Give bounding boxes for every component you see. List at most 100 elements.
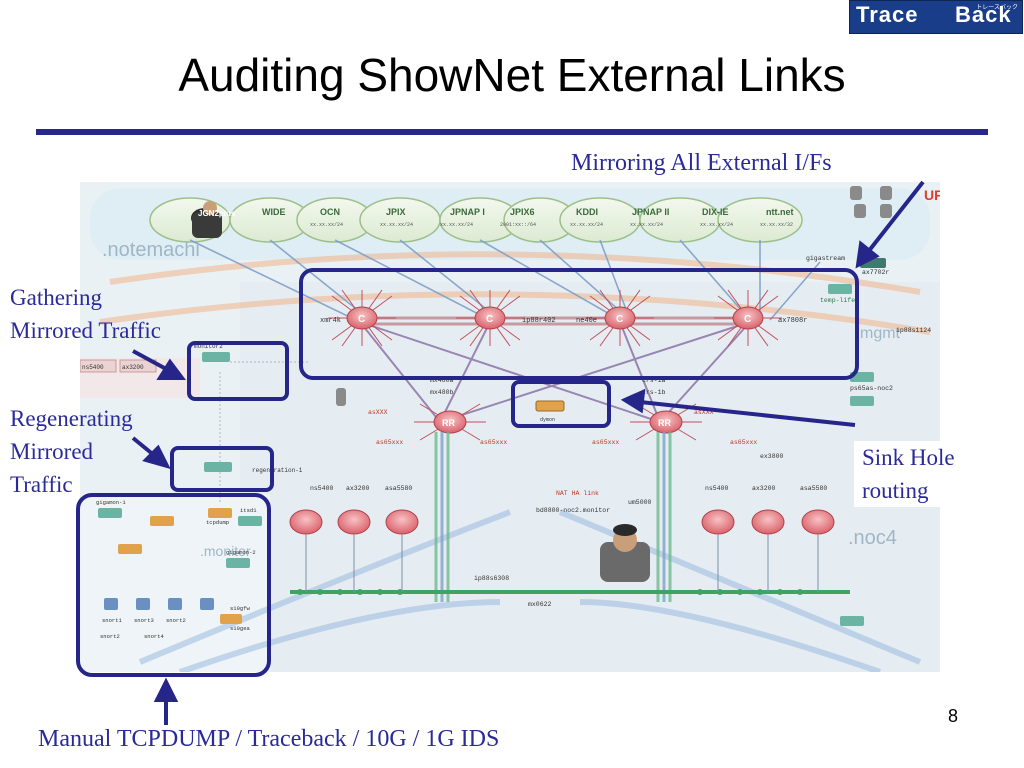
svg-text:regeneration-1: regeneration-1 (252, 467, 303, 474)
sinkhole-label-line2: routing (862, 478, 929, 503)
svg-text:s10gfw: s10gfw (230, 605, 251, 612)
regenerating-label-line1: Regenerating (10, 406, 133, 431)
core-mirror-box (299, 268, 859, 380)
svg-text:asXXX: asXXX (694, 409, 714, 416)
svg-text:ax3200: ax3200 (122, 364, 144, 371)
logo-word-back: Back (955, 2, 1012, 27)
svg-text:ps65as-noc2: ps65as-noc2 (850, 385, 893, 392)
svg-text:asa5580: asa5580 (385, 485, 412, 492)
svg-text:as65xxx: as65xxx (480, 439, 507, 446)
svg-text:snort3: snort3 (134, 617, 154, 624)
notemachi-region-label: .notemachi (102, 239, 200, 261)
svg-text:as65xxx: as65xxx (592, 439, 619, 446)
svg-text:RR: RR (658, 418, 671, 428)
svg-text:xx.xx.xx/24: xx.xx.xx/24 (380, 222, 413, 228)
svg-text:ne40e: ne40e (576, 317, 597, 325)
svg-text:ip88s6308: ip88s6308 (474, 575, 509, 582)
svg-text:as65xxx: as65xxx (376, 439, 403, 446)
svg-text:C: C (744, 314, 751, 325)
logo-kana: トレースバック (976, 5, 1018, 11)
logo-word-trace: Trace (856, 2, 919, 27)
monitor-box (76, 493, 271, 677)
svg-text:ax3200: ax3200 (752, 485, 776, 492)
svg-text:xx.xx.xx/24: xx.xx.xx/24 (310, 222, 343, 228)
svg-text:xx.xx.xx/24: xx.xx.xx/24 (700, 222, 733, 228)
svg-text:snort2: snort2 (100, 633, 120, 640)
svg-text:ax7702r: ax7702r (862, 269, 889, 276)
svg-text:tcpdump: tcpdump (206, 519, 229, 526)
svg-text:crs-1b: crs-1b (642, 389, 666, 396)
svg-text:ns5400: ns5400 (310, 485, 334, 492)
svg-text:ns5400: ns5400 (82, 364, 104, 371)
network-diagram: WIDE OCN JPIX JPNAP I JPIX6 KDDI JPNAP I… (80, 182, 940, 672)
svg-text:asa5580: asa5580 (800, 485, 827, 492)
slide-title: Auditing ShowNet External Links (178, 49, 846, 101)
svg-text:mx480a: mx480a (430, 377, 454, 384)
svg-text:ntt.net: ntt.net (766, 207, 794, 217)
mirroring-label: Mirroring All External I/Fs (571, 150, 832, 176)
svg-text:ax3200: ax3200 (346, 485, 370, 492)
svg-text:asXXX: asXXX (368, 409, 388, 416)
svg-text:gigamon-2: gigamon-2 (226, 549, 256, 556)
gathering-label-line1: Gathering (10, 285, 102, 310)
svg-text:C: C (358, 314, 365, 325)
svg-text:JPIX6: JPIX6 (510, 207, 535, 217)
monitor-region-label: .monitor (200, 543, 251, 559)
manual-tools-label: Manual TCPDUMP / Traceback / 10G / 1G ID… (38, 726, 500, 752)
svg-text:xx.xx.xx/24: xx.xx.xx/24 (440, 222, 473, 228)
svg-text:NAT HA link: NAT HA link (556, 490, 599, 497)
svg-text:gigamon-1: gigamon-1 (96, 499, 126, 506)
svg-text:gigastream: gigastream (806, 255, 845, 262)
sinkhole-label: Sink Hole routing (854, 441, 961, 507)
network-diagram-canvas: WIDE OCN JPIX JPNAP I JPIX6 KDDI JPNAP I… (80, 182, 940, 672)
svg-text:ns5400: ns5400 (705, 485, 729, 492)
svg-text:dymon: dymon (540, 417, 555, 423)
svg-text:OCN: OCN (320, 207, 340, 217)
gathering-label: Gathering Mirrored Traffic (10, 281, 161, 347)
svg-text:JPNAP I: JPNAP I (450, 207, 485, 217)
svg-text:temp-life: temp-life (820, 297, 855, 304)
svg-text:xx.xx.xx/24: xx.xx.xx/24 (570, 222, 603, 228)
title-divider (36, 129, 988, 135)
regenerating-label-line2: Mirrored (10, 439, 94, 464)
gathering-label-line2: Mirrored Traffic (10, 318, 161, 343)
svg-text:snort2: snort2 (166, 617, 186, 624)
regenerating-box (170, 446, 274, 492)
svg-text:ex3800: ex3800 (760, 453, 784, 460)
svg-text:snort4: snort4 (144, 633, 165, 640)
svg-text:WIDE: WIDE (262, 207, 286, 217)
svg-text:C: C (616, 314, 623, 325)
svg-text:RR: RR (442, 418, 455, 428)
regenerating-label: Regenerating Mirrored Traffic (10, 402, 133, 501)
svg-text:ip88s1124: ip88s1124 (896, 327, 931, 334)
mgmt-region-label: mgmt (860, 325, 901, 342)
svg-text:s10gea: s10gea (230, 625, 251, 632)
svg-text:ip88r402: ip88r402 (522, 317, 556, 325)
gathering-box (187, 341, 289, 401)
svg-text:snort1: snort1 (102, 617, 123, 624)
svg-text:KDDI: KDDI (576, 207, 598, 217)
page-number: 8 (948, 706, 959, 726)
svg-text:xx.xx.xx/24: xx.xx.xx/24 (630, 222, 663, 228)
noc4-region-label: .noc4 (848, 527, 897, 549)
svg-text:xx.xx.xx/32: xx.xx.xx/32 (760, 222, 793, 228)
svg-text:xmr4k: xmr4k (320, 317, 341, 325)
svg-text:crs-1a: crs-1a (642, 377, 666, 384)
svg-text:um5000: um5000 (628, 499, 652, 506)
svg-text:itsd1: itsd1 (240, 507, 257, 514)
svg-text:UF: UF (924, 187, 940, 203)
svg-text:DIX-IE: DIX-IE (702, 207, 729, 217)
svg-text:C: C (486, 314, 493, 325)
sinkhole-box (511, 380, 611, 428)
regenerating-label-line3: Traffic (10, 472, 73, 497)
svg-text:2001:xx::/64: 2001:xx::/64 (500, 222, 536, 228)
svg-text:monitor2: monitor2 (194, 343, 223, 350)
svg-text:as65xxx: as65xxx (730, 439, 757, 446)
svg-text:JPIX: JPIX (386, 207, 406, 217)
svg-text:mx480b: mx480b (430, 389, 454, 396)
svg-text:ax7808r: ax7808r (778, 317, 807, 325)
svg-text:bd8800-noc2.monitor: bd8800-noc2.monitor (536, 507, 610, 514)
sinkhole-label-line1: Sink Hole (862, 445, 955, 470)
svg-text:JPNAP II: JPNAP II (632, 207, 669, 217)
